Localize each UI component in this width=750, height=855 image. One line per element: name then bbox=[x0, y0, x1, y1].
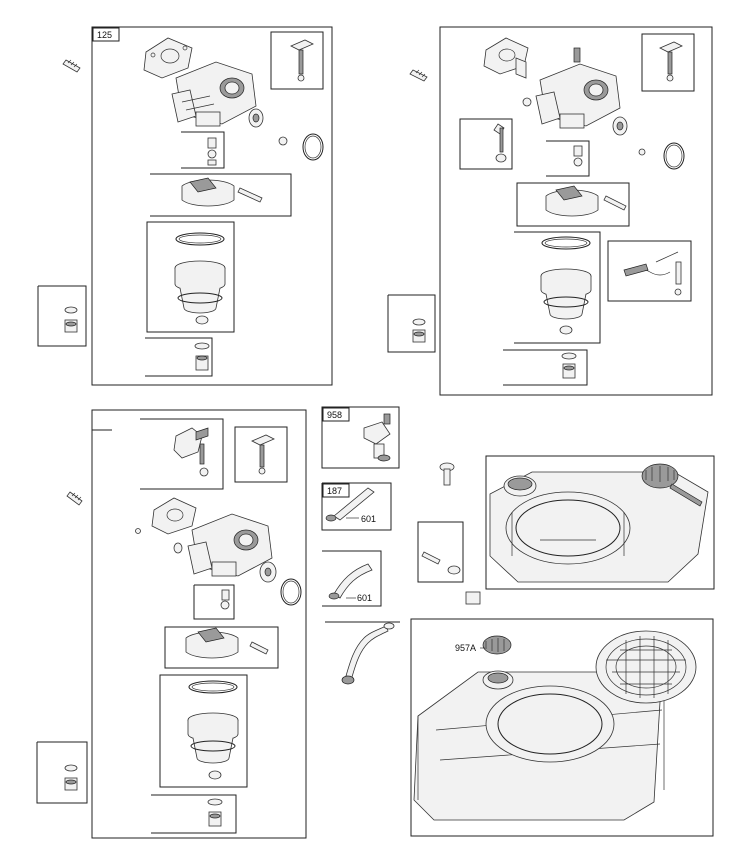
side-nut-part-2 bbox=[412, 318, 426, 343]
inset-tank-bolt-box bbox=[417, 521, 464, 583]
inset-pin-box-2 bbox=[641, 33, 695, 92]
carburetor-body bbox=[171, 61, 257, 127]
needle-part bbox=[493, 123, 507, 163]
fuel-line-lower-frame bbox=[322, 550, 382, 607]
gasket-part-3 bbox=[151, 497, 197, 535]
side-nut-part-3 bbox=[64, 764, 78, 791]
blower-housing-part bbox=[595, 630, 697, 704]
inset-bowl-box bbox=[146, 221, 235, 333]
oring-part bbox=[302, 133, 324, 161]
panel-2-frame bbox=[439, 26, 713, 396]
panel-fuel-tank-lower: 957A bbox=[410, 618, 714, 837]
inset-bottom-box bbox=[145, 337, 213, 377]
bowl-parts-2 bbox=[540, 236, 592, 335]
jet-part-2 bbox=[573, 145, 583, 167]
inset-pin-box-3 bbox=[234, 426, 288, 483]
panel-fuel-line-lower: 601 bbox=[322, 550, 382, 607]
pin-small-part bbox=[135, 528, 141, 534]
fuel-line-part bbox=[333, 487, 375, 521]
panel-fuel-line-clamp: 187 601 bbox=[321, 482, 392, 531]
callout-125: 125 bbox=[97, 30, 112, 40]
fuel-cap-upper bbox=[641, 463, 703, 507]
callout-187: 187 bbox=[327, 486, 342, 496]
fuel-cap-957a: 957A bbox=[455, 635, 512, 655]
side-nut-part bbox=[64, 306, 78, 333]
spacer-part bbox=[173, 542, 183, 554]
bowl-nut-part-3 bbox=[207, 798, 223, 827]
panel-carburetor-top-left: 125 bbox=[37, 26, 333, 386]
inset-bottom-box-3 bbox=[151, 794, 237, 834]
choke-link-frame bbox=[321, 406, 400, 469]
callout-601-b: 601 bbox=[357, 593, 372, 603]
callout-957a: 957A bbox=[455, 643, 476, 653]
float-part-2 bbox=[545, 185, 627, 217]
inset-throttle-box bbox=[140, 418, 224, 490]
fuel-hose-part bbox=[325, 621, 400, 685]
pin-part-2 bbox=[659, 41, 683, 82]
plug-part bbox=[278, 136, 288, 146]
carburetor-body-2 bbox=[522, 63, 621, 129]
jet-part-3 bbox=[220, 589, 230, 610]
inset-float-box-3 bbox=[164, 626, 279, 669]
panel-carburetor-top-right bbox=[387, 26, 713, 396]
side-box-left-top bbox=[37, 285, 87, 347]
inset-jet-box-3 bbox=[193, 584, 235, 620]
panel-fuel-tank-upper bbox=[417, 455, 715, 605]
inset-bottom-box-2 bbox=[503, 349, 588, 386]
callout-box-125 bbox=[92, 27, 120, 42]
callout-958: 958 bbox=[327, 410, 342, 420]
side-box-right-top bbox=[387, 294, 436, 353]
inset-float-box bbox=[150, 173, 292, 217]
screw-part-2 bbox=[409, 69, 428, 82]
bowl-parts-3 bbox=[187, 680, 239, 780]
choke-part bbox=[363, 421, 391, 445]
oring-part-2 bbox=[663, 142, 685, 170]
oring-part-3 bbox=[280, 578, 302, 606]
side-box-left-bottom bbox=[36, 741, 88, 804]
tank-body-lower bbox=[413, 670, 665, 821]
inset-float-box-2 bbox=[516, 182, 630, 227]
panel-1-frame bbox=[91, 26, 333, 386]
screw-part-3 bbox=[66, 491, 83, 506]
inset-pin-box bbox=[270, 31, 324, 90]
screw-part bbox=[62, 59, 81, 73]
pin-part-3 bbox=[251, 434, 275, 475]
carburetor-body-3 bbox=[187, 513, 273, 577]
panel-carburetor-bottom-left bbox=[36, 409, 307, 839]
inset-bowl-box-3 bbox=[159, 674, 248, 788]
tank-spacer-part bbox=[465, 591, 481, 605]
gasket-part bbox=[143, 37, 193, 79]
inset-jet-box-2 bbox=[546, 140, 590, 177]
inset-bowl-box-2 bbox=[514, 231, 601, 344]
panel-3-frame bbox=[91, 409, 307, 839]
gasket-part-2 bbox=[483, 37, 529, 79]
panel-choke-link: 958 bbox=[321, 406, 400, 469]
fuel-tank-upper-frame bbox=[485, 455, 715, 590]
fuel-line-frame bbox=[321, 482, 392, 531]
inset-needle-box bbox=[459, 118, 513, 170]
callout-601-a: 601 bbox=[361, 514, 376, 524]
bowl-parts bbox=[174, 232, 226, 325]
bowl-nut-part-2 bbox=[561, 352, 577, 379]
linkage-spring-part bbox=[623, 251, 682, 296]
tank-bolt-part bbox=[421, 551, 461, 575]
small-spring-part bbox=[573, 47, 581, 63]
throttle-part bbox=[173, 427, 209, 477]
float-part bbox=[181, 177, 263, 207]
inset-linkage-box bbox=[607, 240, 692, 302]
fuel-tank-lower-frame bbox=[410, 618, 714, 837]
inset-jet-box bbox=[181, 131, 225, 169]
fuel-line-lower-part bbox=[333, 563, 373, 599]
float-part-3 bbox=[185, 627, 269, 659]
bowl-nut-part bbox=[194, 342, 210, 371]
jet-part bbox=[207, 137, 217, 166]
tank-body-upper bbox=[489, 471, 709, 583]
bolt-part bbox=[439, 462, 455, 486]
plug-part-2 bbox=[638, 148, 646, 156]
pin-part bbox=[290, 39, 314, 82]
